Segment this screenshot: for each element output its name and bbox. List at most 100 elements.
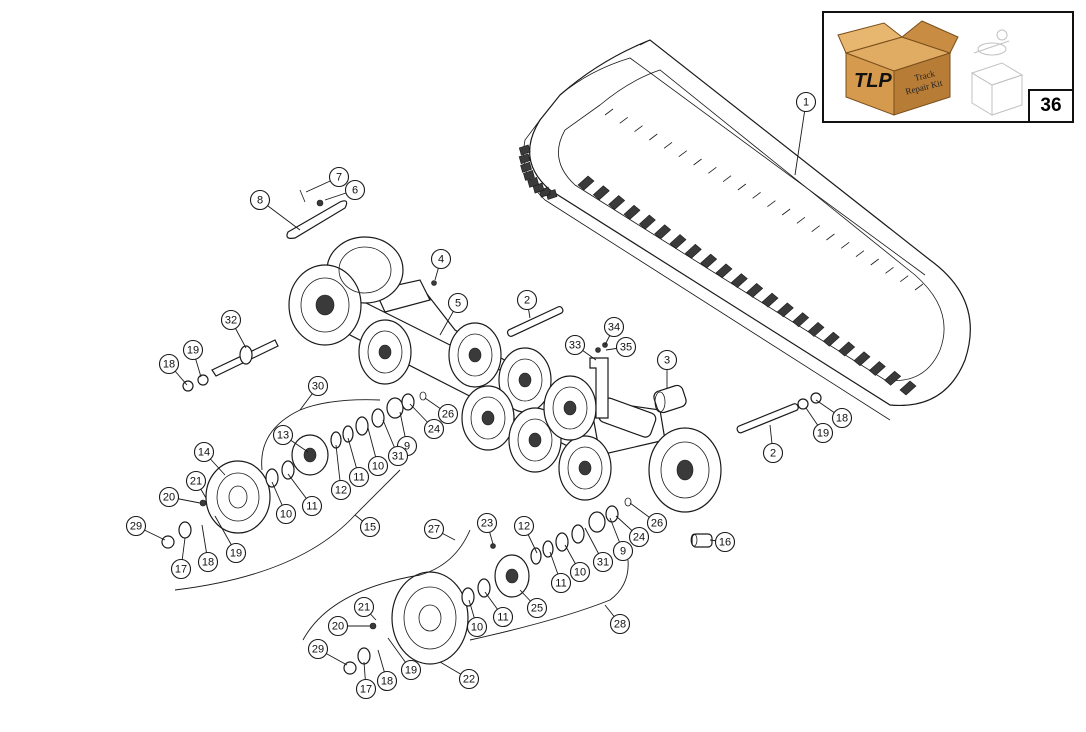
callout-15: 15	[354, 514, 381, 538]
washer-19-right	[797, 398, 809, 410]
callout-label: 30	[312, 381, 324, 393]
callout-label: 10	[280, 509, 292, 521]
callout-label: 11	[306, 501, 317, 513]
callout-layer: 1223456789910101010111111111212131415161…	[125, 91, 853, 700]
callout-24: 24	[409, 403, 445, 440]
callout-11: 11	[287, 473, 323, 517]
scraper-plate	[286, 189, 348, 239]
callout-label: 11	[497, 612, 508, 624]
callout-label: 11	[555, 578, 566, 590]
callout-label: 21	[358, 602, 370, 614]
callout-label: 18	[202, 557, 214, 569]
callout-label: 26	[651, 518, 663, 530]
callout-19: 19	[805, 407, 834, 444]
callout-14: 14	[193, 441, 226, 476]
callout-31: 31	[382, 419, 409, 467]
bracket-line-27	[302, 529, 471, 641]
callout-32: 32	[220, 309, 247, 349]
callout-7: 7	[305, 166, 350, 193]
callout-label: 27	[428, 524, 440, 536]
callout-11: 11	[484, 591, 514, 628]
pin-upper	[506, 305, 564, 337]
callout-label: 18	[163, 359, 175, 371]
grease-fitting-4	[431, 280, 437, 286]
bushing-16	[690, 533, 713, 548]
callout-label: 19	[230, 548, 242, 560]
rubber-track	[518, 39, 971, 421]
callout-label: 5	[455, 298, 461, 310]
grease-fitting-23	[490, 543, 496, 549]
callout-21: 21	[353, 596, 377, 621]
callout-18: 18	[376, 649, 398, 692]
kit-illustration: TLP Track Repair Kit	[837, 20, 1024, 116]
callout-label: 14	[198, 447, 210, 459]
callout-35: 35	[605, 336, 637, 358]
callout-label: 25	[531, 603, 543, 615]
callout-label: 24	[633, 532, 645, 544]
callout-10: 10	[466, 599, 488, 638]
callout-label: 9	[620, 546, 626, 558]
callout-label: 13	[277, 430, 289, 442]
callout-4: 4	[430, 248, 452, 281]
callout-8: 8	[249, 189, 301, 231]
callout-label: 10	[372, 461, 384, 473]
callout-label: 3	[664, 355, 670, 367]
bolt-20-upper	[199, 499, 207, 507]
callout-13: 13	[272, 424, 309, 453]
callout-22: 22	[439, 661, 480, 690]
track-roller	[448, 322, 502, 388]
callout-20: 20	[158, 486, 201, 508]
callout-label: 33	[569, 340, 581, 352]
callout-label: 28	[614, 619, 626, 631]
callout-26: 26	[629, 502, 668, 534]
callout-12: 12	[330, 444, 352, 501]
callout-10: 10	[367, 427, 389, 477]
callout-18: 18	[197, 524, 219, 573]
callout-label: 16	[719, 537, 731, 549]
callout-label: 23	[481, 518, 493, 530]
bracket-33	[589, 342, 609, 419]
bolt-20-lower	[369, 622, 377, 630]
callout-label: 31	[597, 557, 609, 569]
bracket-line-28	[469, 559, 629, 641]
callout-29: 29	[125, 515, 166, 541]
track-roller	[558, 435, 612, 501]
callout-label: 19	[405, 665, 417, 677]
callout-17: 17	[355, 661, 377, 700]
pin-lower	[736, 403, 799, 434]
callout-label: 21	[190, 476, 202, 488]
callout-label: 18	[836, 413, 848, 425]
callout-label: 29	[130, 521, 142, 533]
callout-label: 35	[620, 342, 632, 354]
callout-16: 16	[709, 531, 736, 553]
callout-label: 2	[770, 448, 776, 460]
callout-label: 6	[352, 185, 358, 197]
callout-label: 10	[471, 622, 483, 634]
callout-label: 32	[225, 315, 237, 327]
callout-label: 17	[360, 684, 372, 696]
upper-roller-exploded	[161, 391, 427, 549]
callout-27: 27	[423, 518, 456, 541]
callout-19: 19	[182, 339, 204, 378]
callout-34: 34	[603, 316, 625, 346]
front-idler-assembly	[288, 236, 404, 346]
callout-31: 31	[584, 527, 614, 573]
callout-10: 10	[564, 544, 591, 583]
callout-label: 1	[803, 97, 809, 109]
callout-25: 25	[519, 589, 548, 619]
tlp-logo: TLP	[854, 70, 892, 92]
callout-33: 33	[564, 334, 597, 361]
faded-parts-icon	[970, 29, 1024, 116]
callout-label: 19	[187, 345, 199, 357]
callout-3: 3	[656, 349, 678, 388]
callout-label: 31	[392, 451, 404, 463]
callout-2: 2	[762, 424, 784, 464]
callout-label: 2	[524, 295, 530, 307]
callout-label: 17	[175, 564, 187, 576]
callout-1: 1	[794, 91, 817, 176]
logo-text: TLP	[854, 70, 892, 92]
callout-label: 9	[404, 441, 410, 453]
callout-label: 4	[438, 254, 444, 266]
callout-label: 20	[163, 492, 175, 504]
